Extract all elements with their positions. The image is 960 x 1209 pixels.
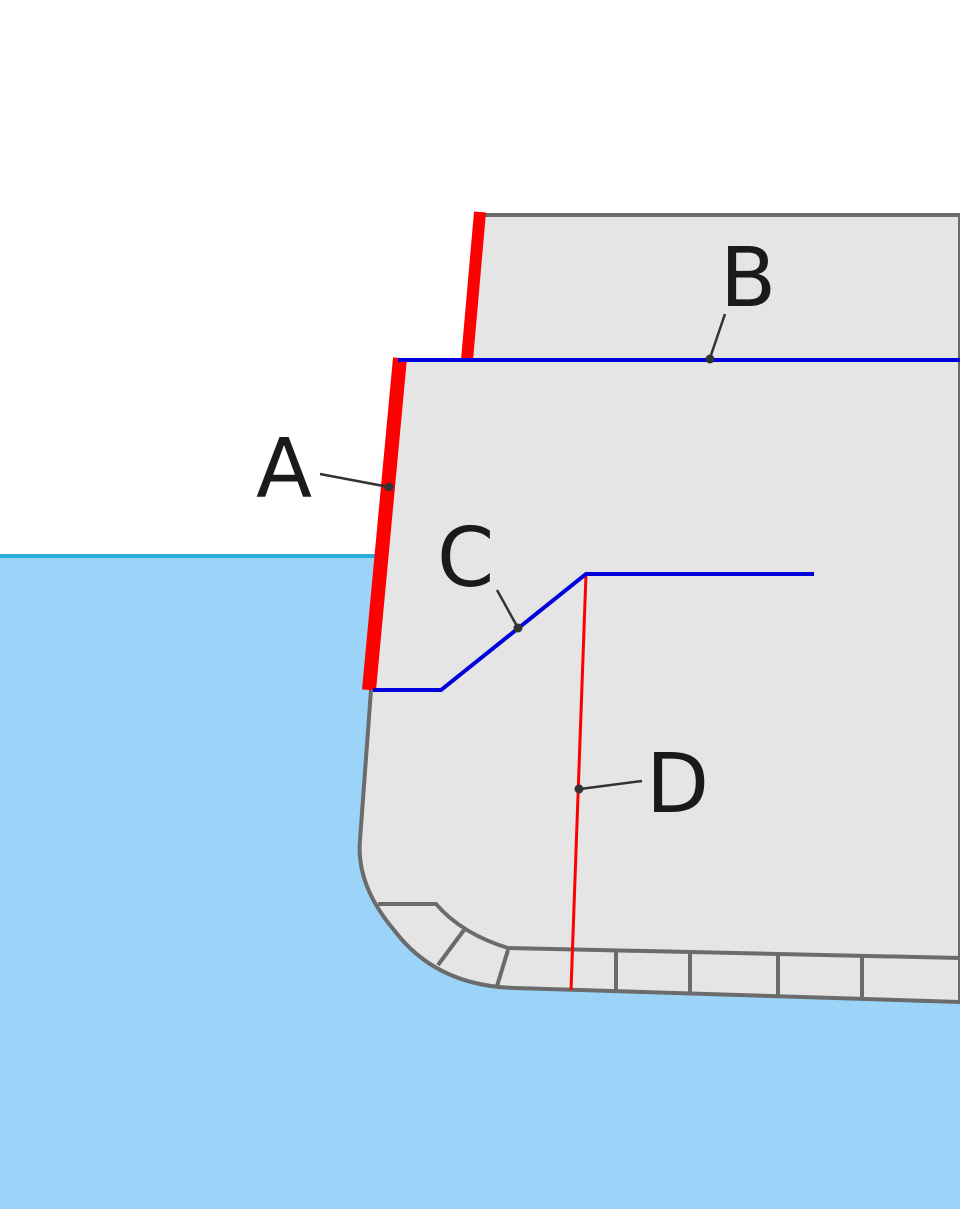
leader-dot-d xyxy=(574,784,584,794)
inclined-deck-c xyxy=(373,572,814,692)
floor-plate-2 xyxy=(495,949,510,987)
leader-dots xyxy=(384,354,715,794)
side-shell-plating-a xyxy=(362,357,407,691)
leader-b xyxy=(708,313,727,359)
leader-a xyxy=(319,472,390,489)
leader-dot-b xyxy=(705,354,715,364)
double-bottom-structure xyxy=(378,902,960,999)
label-d: D xyxy=(646,737,709,832)
leader-lines xyxy=(319,313,727,791)
vertical-member-d xyxy=(569,573,588,991)
leader-dot-c xyxy=(513,623,523,633)
leader-d xyxy=(579,779,643,791)
inner-bottom-line xyxy=(378,902,960,960)
main-hull xyxy=(357,358,960,1004)
upper-deck-structure xyxy=(465,213,960,362)
label-a: A xyxy=(256,422,312,517)
floor-plate-1 xyxy=(436,928,466,967)
upper-side-plating-red xyxy=(461,211,486,361)
leader-dot-a xyxy=(384,482,394,492)
leader-c xyxy=(495,589,520,629)
label-c: C xyxy=(437,511,494,606)
label-b: B xyxy=(720,231,776,326)
